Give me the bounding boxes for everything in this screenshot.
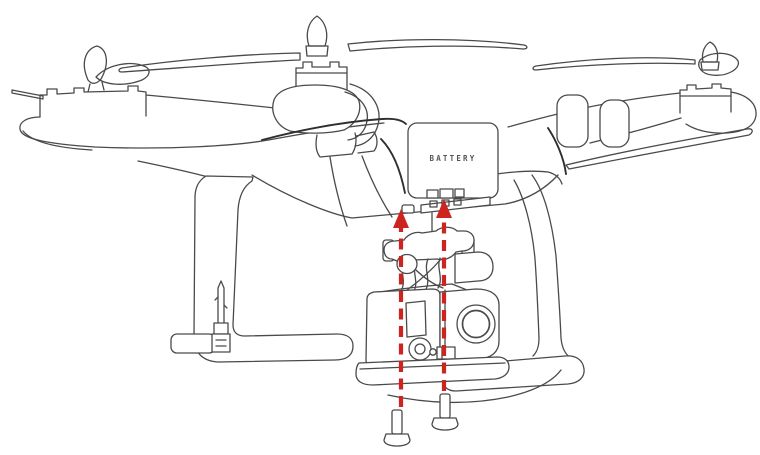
battery-label: BATTERY [429,154,476,163]
antenna [211,280,231,353]
canopy-handle-inner [344,91,368,141]
belly-bracket-right [355,131,378,154]
right-gear-leg-outer [531,174,572,359]
camera-button-outer [408,337,432,361]
center-prop-left-blade [118,52,301,73]
antenna-collar [213,322,229,335]
latch-pin [429,348,437,356]
camera-screen [405,300,427,338]
antenna-base-lines [215,339,227,347]
center-prop-spinner-icon [306,15,328,47]
right-body-accent-curve [547,127,567,175]
left-landing-gear [170,175,354,363]
arm-strap-2 [599,99,630,148]
canopy-accent-curve [261,117,407,141]
left-wing-top-edge [145,94,294,111]
left-gear-foot-tab [170,333,216,354]
belly-bracket [315,132,357,158]
camera-button-icon [414,343,426,355]
rail-left-tab [401,204,415,214]
left-screw-head [383,433,411,447]
left-motor-block [39,85,147,118]
canopy-hump [272,84,361,134]
left-wing-underside [22,130,93,151]
left-hull-to-gear [137,160,209,178]
right-prop-spinner-base [700,61,720,71]
canopy-handle-outer [349,83,380,147]
battery-compartment [401,122,499,214]
rail-slot-1 [429,200,438,208]
left-screw-shaft [391,409,403,435]
drone-illustration [11,15,757,447]
center-motor-block [295,61,348,105]
rail-slot-3 [453,198,462,206]
camera-tray-edge-line [359,362,506,370]
far-gear-strut-left [329,156,348,227]
right-hull-lower-edge [479,170,563,185]
left-prop-upright-blade [83,45,107,84]
battery-connector-1 [426,189,439,199]
arm-strap-1 [556,94,589,148]
right-screw-head [431,417,459,431]
left-propeller [11,45,150,118]
canopy [272,83,433,241]
left-prop-far-blade [11,89,44,100]
belly-accent-curve [380,138,406,194]
antenna-barbs [214,296,228,309]
accent-lines [261,117,567,194]
left-screw [383,409,411,447]
right-propeller [532,41,757,134]
center-prop-right-blade [347,38,528,52]
up-arrow-right-icon [436,199,452,218]
belly-outline [251,174,559,219]
center-prop-spinner-base [305,45,329,57]
antenna-base-block [211,333,231,353]
right-screw [431,393,459,431]
mount-direction-arrows [398,218,447,407]
left-prop-shaft [87,81,105,93]
right-gear-leg-inner [513,179,540,357]
center-propeller [118,15,528,105]
right-screw-shaft [439,393,451,419]
far-gear-strut-right [361,155,393,218]
damper-squiggle-3 [424,258,429,292]
camera [355,283,510,386]
right-prop-upright-blade [698,52,740,76]
up-arrow-left-icon [393,209,409,228]
right-wing-top-edge [507,92,681,128]
right-wing-sliver [565,128,753,170]
right-prop-left-blade [532,57,696,71]
left-prop-main-blade [95,63,150,85]
fuselage [19,92,753,219]
far-skid-cable [387,369,562,404]
right-motor-block [679,83,732,114]
camera-lens-icon [461,309,491,339]
right-wing-tip [685,91,757,134]
mount-lug-right [454,251,494,284]
battery-connector-2 [439,188,454,199]
right-prop-spinner-icon [701,41,719,63]
battery-connector-3 [454,188,465,198]
